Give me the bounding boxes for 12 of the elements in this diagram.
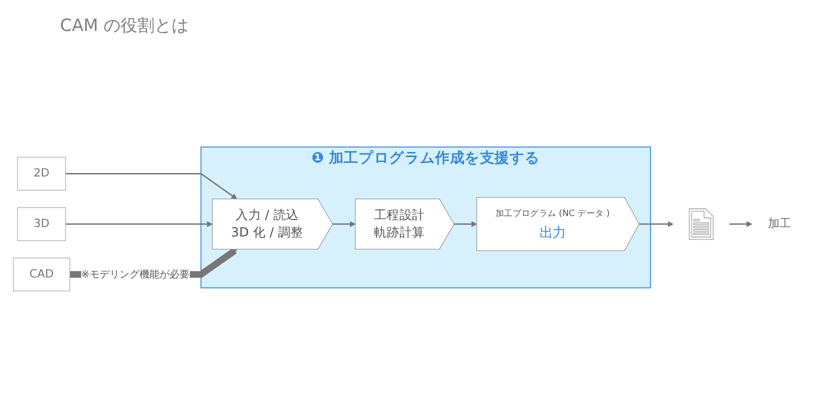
arrow — [639, 221, 674, 228]
node-text: 加工 — [768, 216, 791, 230]
edge-label: ※モデリング機能が必要 — [81, 268, 190, 280]
node-box: 3D — [17, 207, 66, 241]
arrow — [454, 221, 478, 228]
title: CAM の役割とは — [60, 15, 189, 37]
arrow — [66, 221, 213, 228]
node-box: 2D — [17, 156, 66, 191]
arrow — [66, 173, 238, 200]
arrow — [729, 221, 752, 228]
node-box: CAD — [13, 258, 70, 292]
arrow — [332, 221, 356, 228]
